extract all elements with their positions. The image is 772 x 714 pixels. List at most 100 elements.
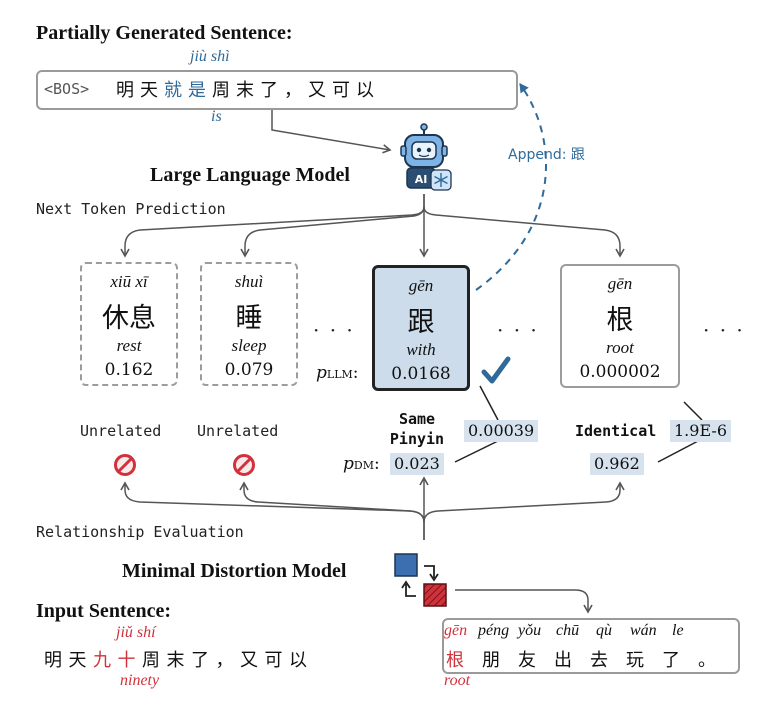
char-token: 末 bbox=[236, 80, 254, 101]
connector-chosen-product-2 bbox=[454, 439, 501, 463]
input-pinyin-left: jiǔ shí bbox=[116, 624, 156, 641]
relation-label-4: Identical bbox=[575, 422, 657, 440]
candidate-p-llm: 0.0168 bbox=[391, 364, 451, 384]
connector-root-product-2 bbox=[657, 439, 701, 463]
char-token: 又 bbox=[308, 80, 326, 101]
char-token: 末 bbox=[166, 650, 185, 671]
box-pinyin-token: qù bbox=[596, 622, 612, 639]
arrow-mdm-to-candidate-2 bbox=[239, 481, 425, 523]
arrow-input-to-mdm bbox=[455, 589, 593, 614]
p-dm-label: pDM: bbox=[343, 454, 380, 474]
partial-sentence-heading: Partially Generated Sentence: bbox=[36, 22, 293, 44]
partial-gloss: is bbox=[211, 108, 222, 125]
ellipsis-2: · · · bbox=[497, 318, 539, 342]
char-token: 友 bbox=[518, 650, 536, 671]
partial-pinyin: jiù shì bbox=[190, 48, 230, 65]
char-token: 十 bbox=[117, 650, 136, 671]
box-pinyin-token: wán bbox=[630, 622, 657, 639]
box-pinyin-token: péng bbox=[478, 622, 510, 639]
input-highlight-box bbox=[442, 618, 740, 674]
candidate-p-llm: 0.162 bbox=[104, 360, 154, 380]
p-dm-value-4: 0.962 bbox=[590, 453, 644, 475]
arrow-mdm-to-candidate-4 bbox=[423, 481, 625, 523]
candidate-card-2: shuì 睡 sleep 0.079 bbox=[200, 262, 298, 386]
arrow-llm-to-candidate-4 bbox=[423, 206, 625, 258]
char-token: 了 bbox=[662, 650, 680, 671]
input-sentence-heading: Input Sentence: bbox=[36, 600, 172, 622]
char-token: 就 bbox=[164, 80, 182, 101]
char-token: 以 bbox=[289, 650, 307, 671]
char-token: 可 bbox=[332, 80, 350, 101]
relation-label-3: Same Pinyin bbox=[389, 410, 445, 448]
candidate-p-llm: 0.079 bbox=[224, 360, 274, 380]
append-label: Append: 跟 bbox=[508, 147, 585, 163]
char-token: 周 bbox=[142, 650, 160, 671]
candidate-card-3-selected: gēn 跟 with 0.0168 bbox=[372, 265, 470, 391]
char-token: 明 bbox=[116, 80, 134, 101]
char-token: 去 bbox=[590, 650, 608, 671]
char-token: 天 bbox=[68, 650, 87, 671]
candidate-gloss: root bbox=[606, 338, 634, 357]
box-pinyin-token: le bbox=[672, 622, 684, 639]
input-gloss-left: ninety bbox=[120, 672, 160, 689]
box-pinyin-token: chū bbox=[556, 622, 580, 639]
p-llm-subscript: LLM bbox=[326, 368, 353, 381]
char-token: 又 bbox=[240, 650, 258, 671]
bos-token: <BOS> bbox=[44, 80, 90, 98]
p-dm-symbol: p bbox=[343, 454, 354, 474]
candidate-hanzi: 休息 bbox=[102, 303, 156, 334]
box-pinyin-token: yǒu bbox=[518, 622, 542, 639]
candidate-p-llm: 0.000002 bbox=[579, 362, 661, 382]
candidate-pinyin: xiū xī bbox=[110, 272, 148, 291]
product-value-4: 1.9E-6 bbox=[670, 420, 732, 442]
box-pinyin-token: gēn bbox=[444, 622, 468, 639]
candidate-card-4: gēn 根 root 0.000002 bbox=[560, 264, 680, 388]
char-token: 明 bbox=[44, 650, 62, 671]
candidate-pinyin: gēn bbox=[607, 274, 633, 293]
char-token: 以 bbox=[356, 80, 374, 101]
candidate-gloss: rest bbox=[116, 336, 142, 355]
char-token: 九 bbox=[93, 650, 111, 671]
candidate-card-1: xiū xī 休息 rest 0.162 bbox=[80, 262, 178, 386]
char-token: 玩 bbox=[626, 650, 644, 671]
p-llm-symbol: p bbox=[316, 363, 327, 383]
relationship-evaluation-label: Relationship Evaluation bbox=[36, 523, 244, 541]
char-token: ， bbox=[215, 650, 234, 671]
ellipsis-3: · · · bbox=[703, 318, 745, 342]
candidate-hanzi: 睡 bbox=[235, 303, 263, 334]
char-token: 周 bbox=[212, 80, 230, 101]
char-token: ， bbox=[284, 80, 302, 101]
candidate-pinyin: shuì bbox=[234, 272, 264, 291]
product-value-3: 0.00039 bbox=[464, 420, 539, 442]
input-box-gloss: root bbox=[444, 672, 471, 689]
candidate-gloss: sleep bbox=[231, 336, 267, 355]
relation-label-1: Unrelated bbox=[80, 422, 162, 440]
candidate-hanzi: 跟 bbox=[407, 307, 435, 338]
arrow-llm-to-candidate-2 bbox=[240, 206, 425, 258]
llm-title: Large Language Model bbox=[150, 164, 350, 186]
char-token: 了 bbox=[191, 650, 209, 671]
char-token: 天 bbox=[140, 80, 158, 101]
mdm-title: Minimal Distortion Model bbox=[122, 560, 347, 582]
p-llm-label: pLLM: bbox=[316, 363, 359, 383]
p-dm-value-3: 0.023 bbox=[390, 453, 444, 475]
connector-root-product bbox=[683, 401, 703, 421]
char-token: 朋 bbox=[482, 650, 500, 671]
partial-sentence-box: <BOS> bbox=[36, 70, 518, 110]
p-dm-subscript: DM bbox=[353, 459, 374, 472]
next-token-label: Next Token Prediction bbox=[36, 200, 226, 218]
arrow-sentence-to-llm bbox=[271, 108, 392, 154]
candidate-hanzi: 根 bbox=[606, 305, 634, 336]
char-token: 是 bbox=[188, 80, 206, 101]
char-token: 了 bbox=[260, 80, 278, 101]
candidate-gloss: with bbox=[406, 340, 436, 359]
append-arrow bbox=[475, 83, 547, 291]
candidate-pinyin: gēn bbox=[408, 276, 434, 295]
char-token: 根 bbox=[446, 650, 464, 671]
char-token: 出 bbox=[554, 650, 572, 671]
relation-label-2: Unrelated bbox=[197, 422, 279, 440]
ellipsis-1: · · · bbox=[313, 318, 355, 342]
char-token: 可 bbox=[264, 650, 283, 671]
